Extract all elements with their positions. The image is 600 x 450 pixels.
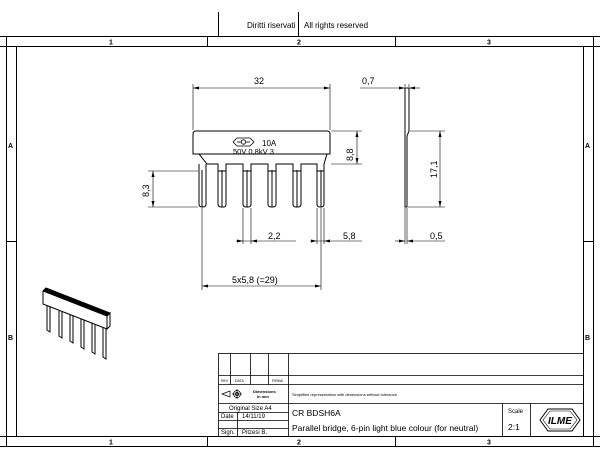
side-dimension-arrows [399,86,442,243]
rights-reserved-italian: Diritti riservati [247,21,296,30]
first-angle-projection-icon [221,389,242,399]
date-column-label: DATA [235,379,244,383]
scale-value: 2:1 [508,422,520,432]
zone-row-b-left: B [8,335,13,342]
drawing-frame [0,12,600,447]
tolerance-note: Simplified representation with dimension… [292,392,398,397]
side-profile [404,87,410,208]
dim-pin-gap: 5,8 [343,231,356,241]
rev-label: REV [221,379,229,383]
front-dimension-arrows [151,86,359,288]
dim-pitch-total: 5x5,8 (=29) [232,275,278,285]
sign-field-label: Sign. [221,430,235,436]
part-description: Parallel bridge, 6-pin light blue colour… [292,423,478,433]
zone-row-a-right: A [585,143,590,150]
rights-reserved-english: All rights reserved [304,21,368,30]
isometric-view [42,287,111,360]
title-block [218,353,584,437]
date-field-label: Date [221,414,234,420]
neutral-bridge-icon [232,137,255,147]
ilme-logo-text: ILME [548,416,572,427]
dimensions-label: Dimensions [253,389,276,394]
units-label: In mm [257,394,269,399]
zone-row-a-left: A [8,143,13,150]
dim-total-height: 17,1 [429,160,439,178]
dim-body-height: 8,8 [345,148,355,161]
sign-column-label: FIRMA [272,379,284,383]
dim-width: 32 [254,76,264,86]
zone-col-1-top: 1 [109,40,113,47]
dim-pin-width: 2,2 [268,231,281,241]
dim-pin-length: 8,3 [141,184,151,197]
date-value: 14/11/19 [242,414,266,420]
zone-col-2-bottom: 2 [297,440,301,447]
zone-col-2-top: 2 [297,40,301,47]
dim-thickness-top: 0,7 [362,76,375,86]
side-view [404,87,410,208]
original-size: Original Size A4 [229,406,272,412]
dim-pin-thickness: 0,5 [430,231,443,241]
part-code: CR BDSH6A [292,408,341,418]
marking-ratings: 50V 0,8kV 3 [233,147,274,156]
zone-col-3-top: 3 [487,40,491,47]
part-marking: 10A 50V 0,8kV 3 [232,137,277,156]
scale-label: Scale [508,409,524,415]
sign-value: Pitzesi B. [242,430,267,436]
iso-pins [46,306,107,360]
front-dimensions [148,84,362,290]
marking-current: 10A [262,139,277,148]
zone-row-b-right: B [585,335,590,342]
zone-col-3-bottom: 3 [487,440,491,447]
ilme-logo: ILME [539,408,581,432]
front-view [192,130,331,208]
pins [198,164,325,208]
zone-col-1-bottom: 1 [109,440,113,447]
